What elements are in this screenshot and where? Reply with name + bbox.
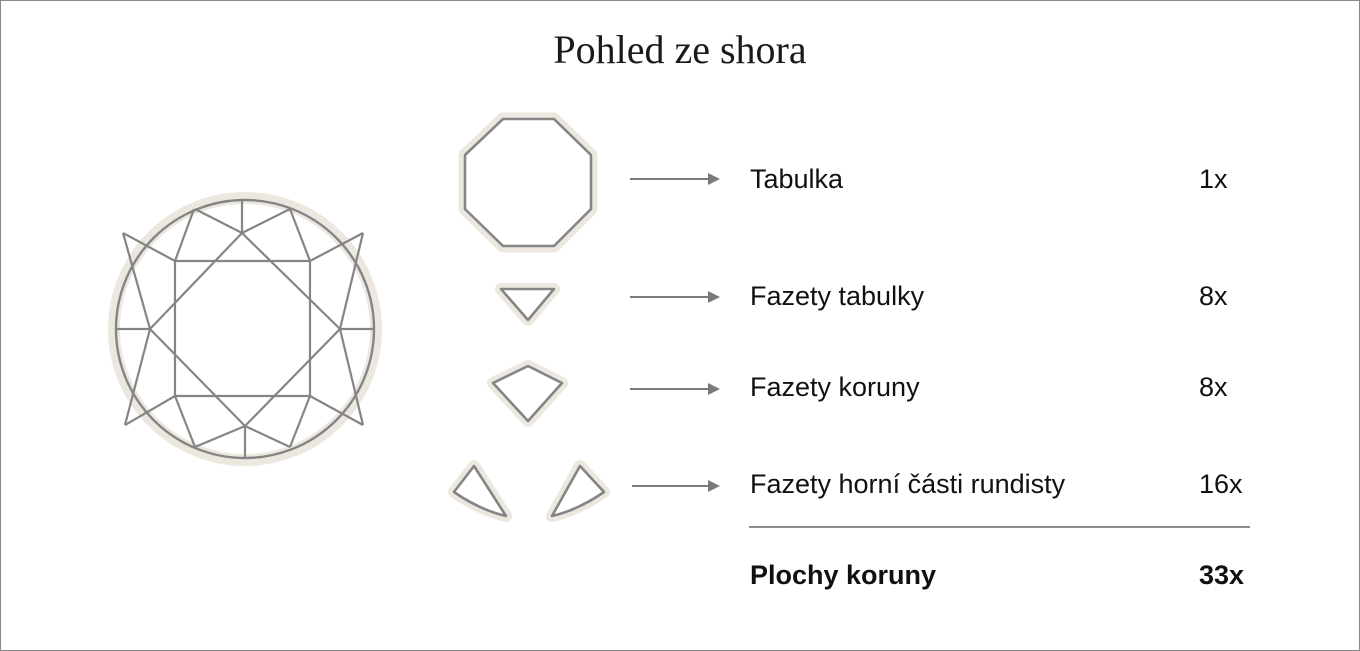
row-count-table: 1x xyxy=(1199,164,1228,194)
arrow-upper-girdle-facets xyxy=(632,480,720,492)
total-count: 33x xyxy=(1199,560,1245,590)
arrow-star-facets xyxy=(630,291,720,303)
kite-facet-icon xyxy=(487,360,568,427)
upper-girdle-facet-left-icon xyxy=(448,460,512,522)
arrow-table xyxy=(630,173,720,185)
row-label-table: Tabulka xyxy=(750,164,844,194)
star-facet-icon xyxy=(495,283,560,326)
row-count-upper-girdle-facets: 16x xyxy=(1199,469,1243,499)
row-label-star-facets: Fazety tabulky xyxy=(750,281,925,311)
row-count-kite-facets: 8x xyxy=(1199,372,1228,402)
table-facet-icon xyxy=(458,112,598,253)
row-label-kite-facets: Fazety koruny xyxy=(750,372,920,402)
upper-girdle-facet-right-icon xyxy=(546,460,610,522)
diagram-title: Pohled ze shora xyxy=(553,27,807,72)
row-count-star-facets: 8x xyxy=(1199,281,1228,311)
total-divider xyxy=(749,526,1250,528)
arrow-kite-facets xyxy=(630,383,720,395)
row-label-upper-girdle-facets: Fazety horní části rundisty xyxy=(750,469,1066,499)
brilliant-top-view-icon xyxy=(108,192,382,466)
total-label: Plochy koruny xyxy=(750,560,937,590)
